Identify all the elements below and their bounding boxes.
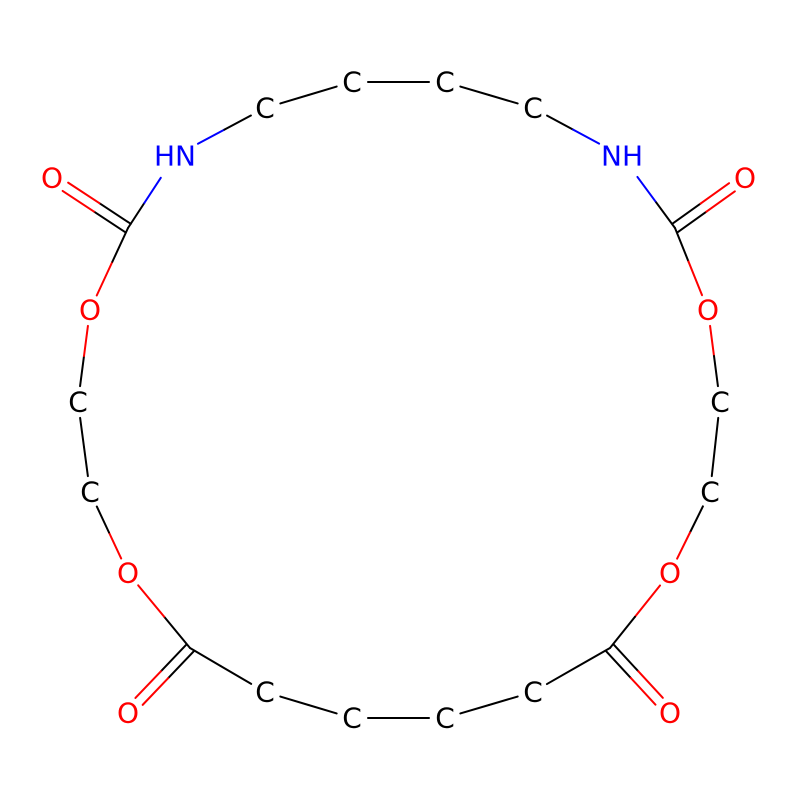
bond-line xyxy=(279,94,310,105)
atom-label-o: O xyxy=(41,162,63,195)
bond-line xyxy=(671,202,702,225)
bond-line xyxy=(163,615,191,649)
atom-label-c: C xyxy=(710,386,730,419)
atom-label-o: O xyxy=(79,294,101,327)
atom-label-o: O xyxy=(697,294,719,327)
bond-line xyxy=(196,128,226,145)
bond-line xyxy=(83,324,89,357)
bond-line xyxy=(159,643,188,673)
atom-label-c: C xyxy=(700,476,720,509)
bond-line xyxy=(219,664,253,685)
bond-line xyxy=(111,227,129,263)
bond-line xyxy=(545,665,580,686)
bond-line xyxy=(634,584,662,618)
atom-label-c: C xyxy=(342,702,362,735)
bond-line xyxy=(137,584,166,618)
bond-line xyxy=(108,531,123,560)
bond-line xyxy=(710,446,716,478)
bond-line xyxy=(127,201,146,229)
bond-line xyxy=(546,114,575,131)
bond-line xyxy=(689,505,704,534)
bond-line xyxy=(223,114,252,131)
atom-label-c: C xyxy=(523,676,543,709)
bond-line xyxy=(189,647,222,667)
atom-label-c: C xyxy=(523,92,543,125)
bond-line xyxy=(676,210,708,234)
atom-label-n: NH xyxy=(601,140,643,173)
atom-label-o: O xyxy=(659,557,681,590)
atom-label-o: O xyxy=(117,557,139,590)
bond-line xyxy=(612,643,640,673)
bond-line xyxy=(709,324,715,357)
bond-line xyxy=(141,677,170,706)
atom-label-c: C xyxy=(435,66,455,99)
bond-line xyxy=(714,416,720,448)
bond-line xyxy=(307,704,338,715)
bond-line xyxy=(605,650,632,680)
atom-label-o: O xyxy=(117,697,139,730)
bond-line xyxy=(687,260,704,297)
atom-label-o: O xyxy=(659,697,681,730)
bond-line xyxy=(61,189,95,213)
atom-label-c: C xyxy=(342,66,362,99)
bond-line xyxy=(609,615,637,649)
bond-line xyxy=(95,505,110,534)
bond-line xyxy=(459,704,490,715)
bond-line xyxy=(713,355,719,388)
bond-line xyxy=(572,128,601,145)
bond-line xyxy=(134,670,162,699)
bond-line xyxy=(488,695,519,706)
atom-label-n: HN xyxy=(154,140,196,173)
atom-label-c: C xyxy=(255,676,275,709)
bond-line xyxy=(459,85,490,96)
bond-line xyxy=(636,175,658,204)
atom-label-c: C xyxy=(435,702,455,735)
bond-line xyxy=(699,182,731,205)
bond-line xyxy=(629,677,657,706)
bond-line xyxy=(674,227,690,263)
bond-line xyxy=(143,176,162,204)
bond-line xyxy=(307,85,338,96)
bond-line xyxy=(167,650,195,680)
bond-line xyxy=(279,695,310,706)
bond-line xyxy=(95,260,114,297)
atom-label-c: C xyxy=(80,476,100,509)
bond-line xyxy=(67,181,101,205)
bond-line xyxy=(83,446,89,478)
atom-label-c: C xyxy=(68,386,88,419)
bond-line xyxy=(637,670,664,699)
bond-line xyxy=(676,531,691,560)
bond-line xyxy=(98,202,132,225)
bond-line xyxy=(92,210,127,234)
atom-label-c: C xyxy=(255,92,275,125)
atom-label-o: O xyxy=(734,162,756,195)
bond-line xyxy=(705,190,736,213)
bond-line xyxy=(79,355,85,388)
bond-line xyxy=(488,94,519,105)
bond-line xyxy=(79,416,85,448)
bond-line xyxy=(577,647,611,668)
